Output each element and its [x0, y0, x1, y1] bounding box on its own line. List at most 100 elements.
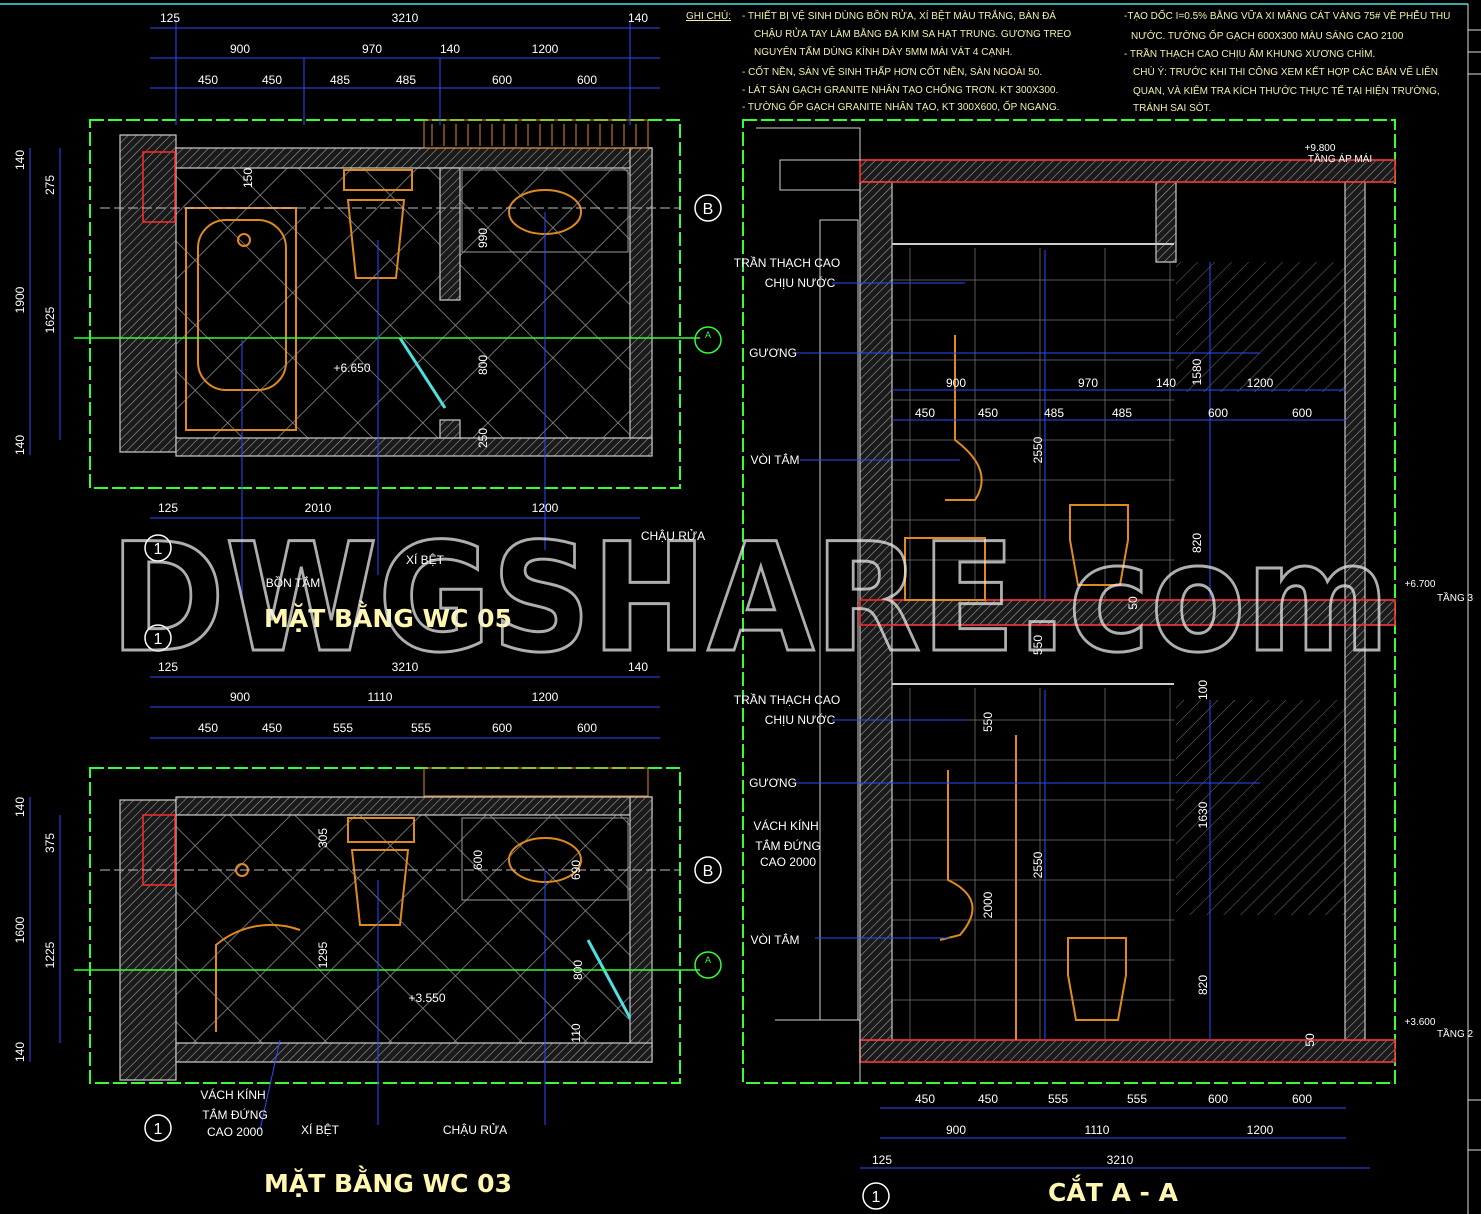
- dimension-label: 600: [577, 721, 597, 735]
- dimension-label: 600: [1292, 1092, 1312, 1106]
- level-name: TẦNG 2: [1437, 1027, 1474, 1040]
- label-glass-partition: CAO 2000: [760, 855, 816, 869]
- dimension-label: 600: [577, 73, 597, 87]
- dimension-label: 1200: [532, 690, 559, 704]
- axis-bubble-b: B: [703, 201, 714, 218]
- title-block: [1468, 29, 1481, 1151]
- dimension-label: 1900: [13, 286, 27, 313]
- axis-bubble-1: 1: [154, 1121, 163, 1138]
- grille-bars: [431, 124, 637, 146]
- walls: [119, 134, 653, 457]
- dimension-lines: [29, 676, 660, 1131]
- plan-frame: [89, 767, 681, 1084]
- dimension-label: 450: [198, 721, 218, 735]
- leader-lines: [795, 250, 1370, 1169]
- axis-bubbles: [144, 194, 890, 1210]
- glass-door: [398, 337, 447, 409]
- floor-tiles: [176, 168, 636, 438]
- dimension-label: 600: [1208, 1092, 1228, 1106]
- label-glass-partition: TẮM ĐỨNG: [755, 838, 821, 853]
- dimension-label: 1200: [532, 501, 559, 515]
- shower-hose-upper: [945, 335, 983, 501]
- bathtub-elevation: [904, 537, 986, 601]
- dimension-label: 600: [492, 73, 512, 87]
- label-sink: CHẬU RỬA: [443, 1122, 507, 1137]
- dimension-label: 555: [1127, 1092, 1147, 1106]
- dimension-label: 550: [1031, 635, 1045, 655]
- dimension-label: 1630: [1196, 801, 1210, 828]
- shower-hose-lower: [939, 770, 974, 941]
- label-mirror: GƯƠNG: [749, 346, 797, 360]
- label-ceiling: TRẦN THẠCH CAO: [734, 255, 840, 270]
- dimension-label: 900: [230, 690, 250, 704]
- label-toilet: XÍ BỆT: [406, 552, 445, 567]
- dimension-label: 970: [1078, 376, 1098, 390]
- note-line: NƯỚC. TƯỜNG ỐP GẠCH 600X300 MÀU SÁNG CAO…: [1131, 28, 1404, 42]
- dimension-label: 2550: [1031, 436, 1045, 463]
- toilet: [343, 169, 413, 279]
- slab-outline: [859, 159, 1396, 183]
- note-line: - TƯỜNG ỐP GẠCH GRANITE NHÂN TẠO, KT 300…: [742, 99, 1059, 113]
- note-line: - CỐT NỀN, SÀN VỆ SINH THẤP HƠN CỐT NỀN,…: [742, 64, 1042, 78]
- plan-wc03: 125 3210 140 900 1110 1200 450 450 555 5…: [13, 660, 700, 1139]
- label-glass-partition: VÁCH KÍNH: [753, 818, 818, 833]
- note-line: - TRẦN THẠCH CAO CHỊU ẨM KHUNG XƯƠNG CHÌ…: [1124, 47, 1375, 60]
- dimension-label: 140: [440, 42, 460, 56]
- level-mark: +9.800: [1305, 143, 1336, 154]
- mirror-lower: [1176, 700, 1346, 915]
- label-glass-partition: CAO 2000: [207, 1125, 263, 1139]
- dimension-label: 690: [569, 860, 583, 880]
- title-wc03: MẶT BẰNG WC 03: [264, 1165, 512, 1198]
- notes-heading: GHI CHÚ:: [686, 9, 731, 22]
- level-name: TẦNG ÁP MÁI: [1308, 152, 1372, 165]
- dimension-label: 3210: [1107, 1153, 1134, 1167]
- dimension-label: 140: [628, 660, 648, 674]
- plan-frame: [89, 119, 681, 489]
- dimension-lines: [29, 20, 660, 600]
- dimension-label: 50: [1126, 596, 1140, 610]
- label-bathtub: BỒN TẮM: [266, 575, 320, 590]
- dimension-label: 1580: [1190, 358, 1204, 385]
- level-mark: +3.550: [408, 991, 445, 1005]
- dimension-label: 820: [1190, 533, 1204, 553]
- label-mirror: GƯƠNG: [749, 776, 797, 790]
- dimension-label: 800: [571, 960, 585, 980]
- dimension-label: 2000: [981, 891, 995, 918]
- dimension-label: 125: [160, 11, 180, 25]
- label-shower: VÒI TẮM: [750, 452, 799, 467]
- dimension-label: 2550: [1031, 851, 1045, 878]
- slabs: [859, 159, 1396, 1063]
- dimension-label: 970: [362, 42, 382, 56]
- dimension-label: 450: [262, 73, 282, 87]
- dimension-label: 1110: [368, 690, 393, 704]
- window-grille: [423, 119, 649, 149]
- note-line: QUAN, VÀ KIỂM TRA KÍCH THƯỚC THỰC TẾ TẠI…: [1133, 84, 1440, 97]
- dimension-label: 100: [1196, 680, 1210, 700]
- dimension-label: 1600: [13, 916, 27, 943]
- dimension-label: 900: [230, 42, 250, 56]
- dimension-label: 600: [471, 850, 485, 870]
- axis-bubble-b: B: [703, 863, 714, 880]
- dimension-label: 450: [978, 1092, 998, 1106]
- axis-bubble-1: 1: [872, 1189, 881, 1206]
- dimension-label: 485: [1044, 406, 1064, 420]
- dimension-label: 450: [262, 721, 282, 735]
- toilet-elevation-lower: [1067, 937, 1127, 1021]
- dimension-label: 1200: [1247, 1123, 1274, 1137]
- level-mark: +6.700: [1405, 579, 1436, 590]
- wc05-left-dims: 140 275 1900 1625 140 150 990 800 250: [13, 150, 490, 455]
- dimension-label: 555: [333, 721, 353, 735]
- dimension-label: 555: [411, 721, 431, 735]
- window-grille: [423, 767, 649, 797]
- dimension-label: 3210: [392, 11, 419, 25]
- dimension-label: 600: [492, 721, 512, 735]
- dimension-label: 375: [43, 833, 57, 853]
- dimension-label: 275: [43, 175, 57, 195]
- column: [142, 151, 176, 223]
- level-mark: +3.600: [1405, 1017, 1436, 1028]
- dimension-label: 600: [1208, 406, 1228, 420]
- cornice-column: [756, 127, 861, 1083]
- mirror-upper: [1176, 262, 1346, 392]
- column: [142, 814, 176, 886]
- dimension-label: 140: [1156, 376, 1176, 390]
